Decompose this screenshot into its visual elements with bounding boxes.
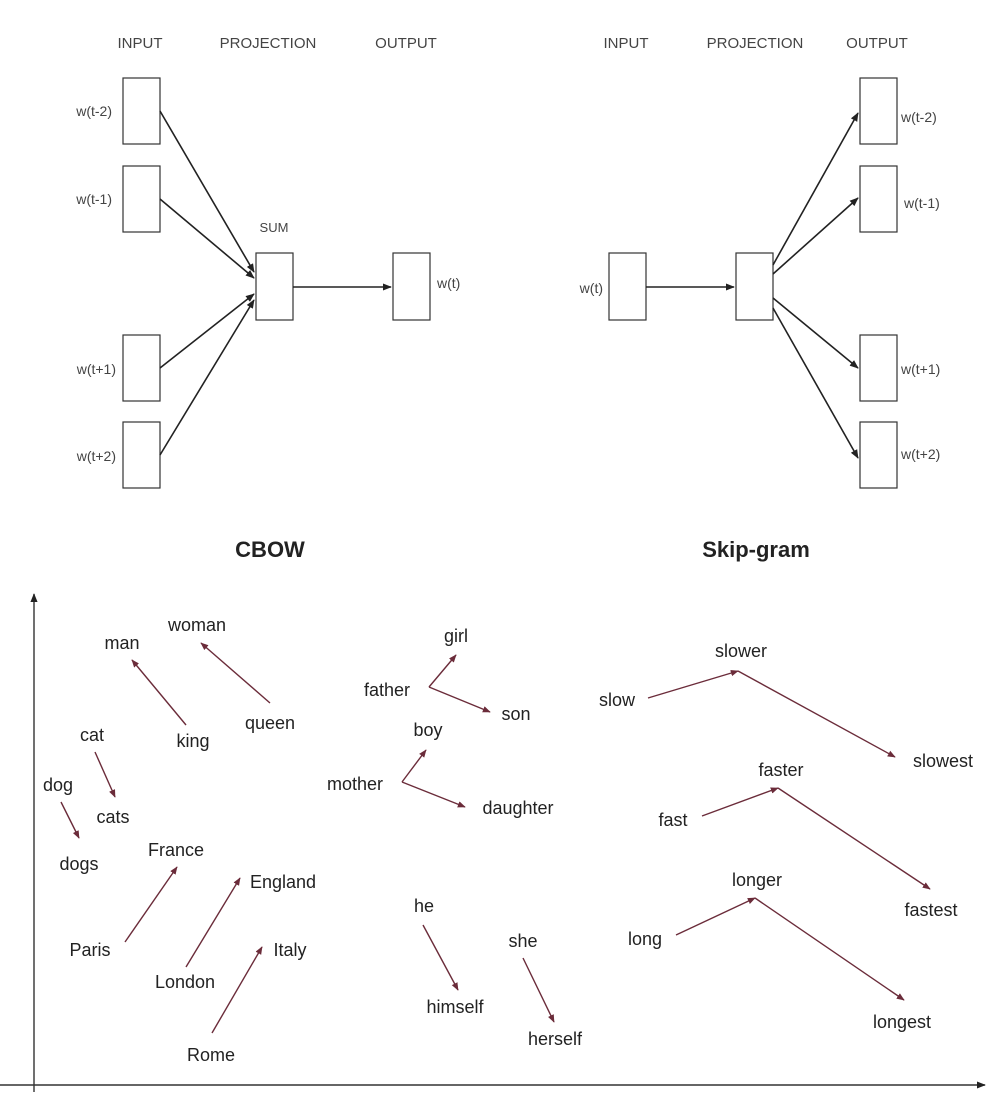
- word-fastest: fastest: [904, 900, 957, 920]
- word-slowest: slowest: [913, 751, 973, 771]
- cbow-input-box-2: [122, 165, 161, 233]
- word-man: man: [104, 633, 139, 653]
- cbow-title: CBOW: [235, 537, 305, 562]
- arrow-mother-boy: [401, 749, 427, 783]
- word-cat: cat: [80, 725, 104, 745]
- skipgram-output-label-1: w(t-2): [900, 109, 937, 125]
- arrow-faster-fastest: [777, 787, 931, 890]
- arrow-mother-daughter: [401, 781, 466, 808]
- skipgram-input-box: [608, 252, 647, 321]
- cbow-input-label-1: w(t-2): [75, 103, 112, 119]
- skipgram-output-label-3: w(t+1): [900, 361, 940, 377]
- word-woman: woman: [167, 615, 226, 635]
- word-cats: cats: [96, 807, 129, 827]
- word-she: she: [508, 931, 537, 951]
- word-herself: herself: [528, 1029, 583, 1049]
- word-italy: Italy: [273, 940, 306, 960]
- word-boy: boy: [413, 720, 442, 740]
- skipgram-output-box-1: [859, 77, 898, 145]
- skipgram-input-header: INPUT: [604, 35, 649, 52]
- word-london: London: [155, 972, 215, 992]
- arrow-longer-longest: [754, 897, 905, 1001]
- word-england: England: [250, 872, 316, 892]
- arrow-queen-woman: [200, 642, 271, 704]
- skipgram-output-box-2: [859, 165, 898, 233]
- word-faster: faster: [758, 760, 803, 780]
- skipgram-projection-box: [735, 252, 774, 321]
- cbow-sum-label: SUM: [260, 220, 289, 235]
- cbow-input-box-1: [122, 77, 161, 145]
- skipgram-diagram: INPUT PROJECTION OUTPUT w(t) w(t-2) w(t-…: [579, 35, 941, 562]
- word-rome: Rome: [187, 1045, 235, 1065]
- skipgram-projection-header: PROJECTION: [707, 35, 804, 52]
- word-dogs: dogs: [59, 854, 98, 874]
- skipgram-arrow-3: [772, 297, 859, 369]
- cbow-arrow-2: [159, 198, 255, 279]
- word-girl: girl: [444, 626, 468, 646]
- word-slower: slower: [715, 641, 767, 661]
- word-queen: queen: [245, 713, 295, 733]
- cbow-input-box-3: [122, 334, 161, 402]
- cbow-input-label-4: w(t+2): [76, 448, 116, 464]
- cbow-output-label: w(t): [436, 275, 460, 291]
- arrow-paris-france: [124, 866, 178, 943]
- cbow-projection-box: [255, 252, 294, 321]
- arrow-he-himself: [422, 924, 459, 991]
- cbow-arrow-1: [159, 110, 255, 273]
- skipgram-input-label: w(t): [579, 280, 603, 296]
- word-daughter: daughter: [482, 798, 553, 818]
- arrow-cat-cats: [94, 751, 116, 798]
- word-mother: mother: [327, 774, 383, 794]
- cbow-input-label-3: w(t+1): [76, 361, 116, 377]
- word-slow: slow: [599, 690, 636, 710]
- arrow-father-son: [428, 686, 491, 713]
- cbow-input-box-4: [122, 421, 161, 489]
- skipgram-output-box-4: [859, 421, 898, 489]
- arrow-long-longer: [675, 897, 756, 936]
- skipgram-output-box-3: [859, 334, 898, 402]
- skipgram-output-header: OUTPUT: [846, 35, 908, 52]
- arrow-rome-italy: [211, 946, 263, 1034]
- word-father: father: [364, 680, 410, 700]
- word-he: he: [414, 896, 434, 916]
- word-himself: himself: [426, 997, 484, 1017]
- arrow-father-girl: [428, 654, 457, 688]
- cbow-input-header: INPUT: [118, 35, 163, 52]
- embedding-space: man woman king queen cat cats dog dogs F…: [0, 593, 986, 1092]
- arrow-she-herself: [522, 957, 555, 1023]
- word-king: king: [176, 731, 209, 751]
- arrow-king-man: [131, 659, 187, 726]
- cbow-output-header: OUTPUT: [375, 35, 437, 52]
- cbow-arrow-3: [159, 293, 255, 369]
- arrow-dog-dogs: [60, 801, 80, 839]
- word-longer: longer: [732, 870, 782, 890]
- arrow-london-england: [185, 877, 241, 968]
- cbow-output-box: [392, 252, 431, 321]
- skipgram-output-label-2: w(t-1): [903, 195, 940, 211]
- word-longest: longest: [873, 1012, 931, 1032]
- word-france: France: [148, 840, 204, 860]
- cbow-diagram: INPUT PROJECTION OUTPUT w(t-2) w(t-1) w(…: [75, 35, 460, 562]
- word-son: son: [501, 704, 530, 724]
- skipgram-title: Skip-gram: [702, 537, 810, 562]
- skipgram-arrow-2: [772, 197, 859, 275]
- cbow-projection-header: PROJECTION: [220, 35, 317, 52]
- arrow-slow-slower: [647, 670, 739, 699]
- arrow-fast-faster: [701, 787, 779, 817]
- word-fast: fast: [658, 810, 687, 830]
- skipgram-arrow-4: [772, 307, 859, 459]
- cbow-input-label-2: w(t-1): [75, 191, 112, 207]
- word-long: long: [628, 929, 662, 949]
- word-paris: Paris: [69, 940, 110, 960]
- cbow-arrow-4: [159, 299, 255, 456]
- arrow-slower-slowest: [737, 670, 896, 758]
- word-dog: dog: [43, 775, 73, 795]
- skipgram-arrow-1: [772, 112, 859, 266]
- skipgram-output-label-4: w(t+2): [900, 446, 940, 462]
